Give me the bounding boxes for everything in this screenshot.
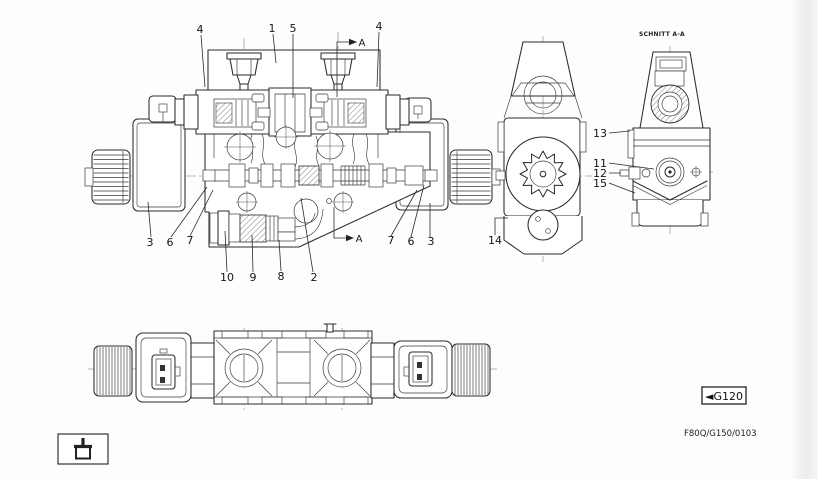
callout-6-right: 6 [408,235,415,248]
callout-3-right: 3 [428,235,435,248]
solenoid-tube [174,87,410,137]
right-connector-plug [404,97,432,123]
page-tag-label: G120 [713,390,743,403]
bottom-plan-view [88,323,497,410]
leader-14 [494,217,508,235]
figure-code: F80Q/G150/0103 [684,429,757,439]
callout-3-left: 3 [147,236,154,249]
callout-14: 14 [488,234,502,247]
main-sectional-view: A A 4 1 5 4 3 6 7 7 6 3 10 9 8 2 [84,20,592,284]
cartridge-valve [209,208,324,246]
leader-lines-sides [147,184,431,238]
page-tag-g120[interactable]: ◄G120 [701,386,747,405]
left-solenoid-housing [132,118,186,212]
left-mushroom-knob [226,52,262,91]
tank-symbol-icon [74,438,92,460]
symbol-legend-box [57,433,109,465]
body-ports [213,125,379,224]
left-connector-plug [148,95,177,123]
detent-gear-knob [505,136,581,212]
plan-left-solenoid [135,332,192,403]
callout-15: 15 [593,177,607,190]
callout-11: 11 [593,157,607,170]
callout-4-left: 4 [197,23,204,36]
page-tag-arrow-icon: ◄ [705,390,714,403]
plan-right-knob [451,343,491,397]
side-view-lower-boss [527,209,559,241]
plan-right-hex-nut [370,342,395,399]
section-line-top: A [336,38,366,97]
callout-4-right: 4 [376,20,383,33]
callout-7-left: 7 [187,234,194,247]
callout-12: 12 [593,167,607,180]
section-marker-top: A [359,38,366,49]
control-spool [202,163,438,188]
leader-lines-schnitt [608,130,655,194]
leader-lines-top [200,31,380,98]
left-knurled-knob [84,149,131,205]
right-knurled-knob [449,149,501,205]
side-pin [495,170,506,181]
page-edge-band [791,0,818,479]
callout-7-right: 7 [388,234,395,247]
schnitt-title: SCHNITT A-A [639,31,685,38]
side-view-tower [503,41,583,119]
callout-2: 2 [311,271,318,284]
plan-left-knob [93,345,133,397]
plan-right-solenoid [393,340,453,399]
section-marker-bottom: A [356,234,363,245]
svg-text:◄G120: ◄G120 [705,390,743,403]
right-mushroom-knob [320,52,356,91]
callout-9: 9 [250,271,257,284]
leader-lines-bottom [224,197,314,273]
callout-5: 5 [290,22,297,35]
callout-6-left: 6 [167,236,174,249]
plan-valve-body [213,323,373,405]
callout-10: 10 [220,271,234,284]
callout-8: 8 [278,270,285,283]
schnitt-a-a-view: SCHNITT A-A [593,31,714,234]
plan-left-hex-nut [190,342,215,399]
callout-13: 13 [593,127,607,140]
callout-1: 1 [269,22,276,35]
plan-top-fitting [326,323,334,333]
section-line-bottom: A [333,207,363,245]
side-end-view: 14 [488,36,587,262]
schnitt-tower [639,51,704,129]
schnitt-body [619,127,711,227]
